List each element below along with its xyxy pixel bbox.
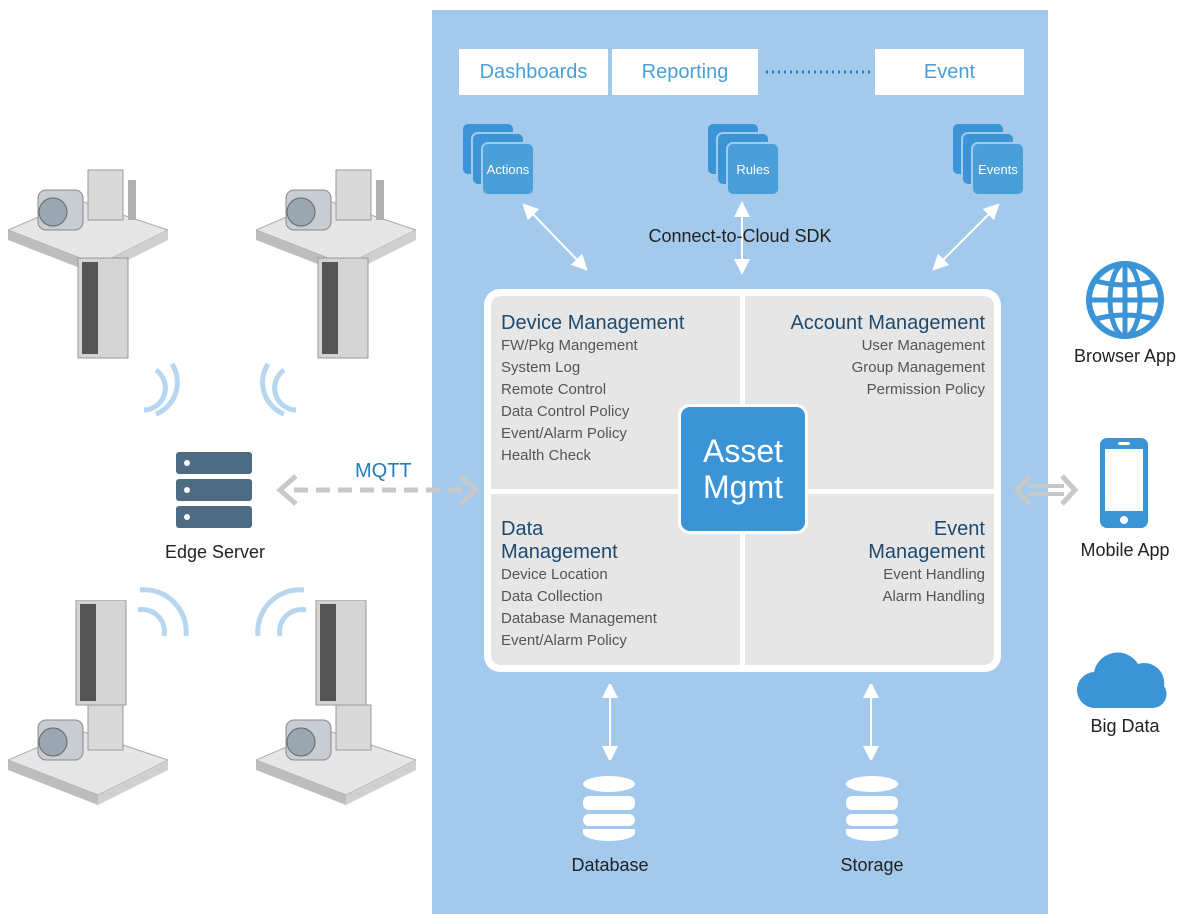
events-card: Events bbox=[971, 142, 1025, 196]
mgmt-label: Mgmt bbox=[703, 469, 783, 505]
dotted-connector bbox=[766, 70, 870, 74]
events-stack[interactable]: Events bbox=[951, 122, 1025, 197]
data-management-item: Device Location bbox=[501, 566, 608, 583]
asset-label: Asset bbox=[702, 433, 784, 469]
globe-icon[interactable] bbox=[1086, 261, 1164, 339]
edge-server-label: Edge Server bbox=[164, 542, 266, 562]
account-management-section: Account Management User Management Group… bbox=[755, 312, 985, 401]
events-label: Events bbox=[978, 161, 1018, 177]
actions-card: Actions bbox=[481, 142, 535, 196]
browser-app-label: Browser App bbox=[1073, 346, 1177, 366]
device-management-section: Device Management FW/Pkg Mangement Syste… bbox=[501, 312, 731, 467]
sdk-label: Connect-to-Cloud SDK bbox=[648, 226, 832, 246]
reporting-label: Reporting bbox=[641, 60, 729, 83]
mqtt-label: MQTT bbox=[355, 460, 412, 482]
device-management-title: Device Management bbox=[501, 312, 685, 334]
storage-arrow bbox=[863, 684, 879, 760]
reporting-box[interactable]: Reporting bbox=[612, 49, 758, 95]
database-icon[interactable] bbox=[580, 774, 638, 842]
storage-label: Storage bbox=[840, 855, 904, 875]
rules-card: Rules bbox=[726, 142, 780, 196]
account-management-item: Group Management bbox=[851, 359, 985, 376]
client-connector bbox=[1013, 474, 1079, 506]
event-box[interactable]: Event bbox=[875, 49, 1024, 95]
wifi-icon bbox=[260, 362, 297, 417]
big-data-label: Big Data bbox=[1090, 716, 1160, 736]
device-management-item: FW/Pkg Mangement bbox=[501, 337, 638, 354]
account-management-title: Account Management bbox=[790, 312, 985, 334]
wifi-icon bbox=[137, 587, 189, 637]
data-management-title: Data bbox=[501, 518, 544, 540]
cloud-icon[interactable] bbox=[1076, 650, 1170, 710]
device-management-item: System Log bbox=[501, 359, 581, 376]
data-management-item: Event/Alarm Policy bbox=[501, 632, 627, 649]
device-management-item: Event/Alarm Policy bbox=[501, 425, 627, 442]
events-arrow bbox=[932, 203, 1000, 271]
server-icon[interactable] bbox=[176, 452, 252, 528]
rules-label: Rules bbox=[736, 161, 770, 177]
actions-stack[interactable]: Actions bbox=[461, 122, 535, 197]
storage-icon[interactable] bbox=[843, 774, 901, 842]
compressor-device bbox=[256, 600, 416, 805]
mobile-app-label: Mobile App bbox=[1080, 540, 1170, 560]
data-management-title: Management bbox=[501, 541, 618, 563]
account-management-item: Permission Policy bbox=[866, 381, 985, 398]
device-management-item: Data Control Policy bbox=[501, 403, 630, 420]
smartphone-icon[interactable] bbox=[1098, 436, 1150, 530]
data-management-item: Data Collection bbox=[501, 588, 603, 605]
compressor-device bbox=[8, 600, 168, 805]
database-arrow bbox=[602, 684, 618, 760]
event-management-item: Alarm Handling bbox=[882, 588, 985, 605]
asset-mgmt-core[interactable]: Asset Mgmt bbox=[678, 404, 808, 534]
mqtt-connector bbox=[276, 474, 480, 506]
event-label: Event bbox=[923, 60, 976, 83]
data-management-section: Data Management Device Location Data Col… bbox=[501, 518, 731, 652]
dashboards-box[interactable]: Dashboards bbox=[459, 49, 608, 95]
event-management-section: Event Management Event Handling Alarm Ha… bbox=[755, 518, 985, 608]
event-management-title: Management bbox=[868, 541, 985, 563]
rules-stack[interactable]: Rules bbox=[706, 122, 780, 197]
compressor-device bbox=[256, 169, 416, 359]
sdk-arrows bbox=[522, 201, 1000, 275]
wifi-icon bbox=[143, 362, 180, 417]
device-management-item: Remote Control bbox=[501, 381, 607, 398]
actions-arrow bbox=[522, 203, 588, 271]
event-management-title: Event bbox=[933, 518, 985, 540]
actions-label: Actions bbox=[486, 161, 530, 177]
dashboards-label: Dashboards bbox=[479, 60, 588, 83]
device-management-item: Health Check bbox=[501, 447, 592, 464]
account-management-item: User Management bbox=[861, 337, 985, 354]
data-management-item: Database Management bbox=[501, 610, 657, 627]
wifi-icon bbox=[255, 587, 307, 637]
event-management-item: Event Handling bbox=[883, 566, 985, 583]
compressor-device bbox=[8, 169, 168, 359]
database-label: Database bbox=[571, 855, 649, 875]
